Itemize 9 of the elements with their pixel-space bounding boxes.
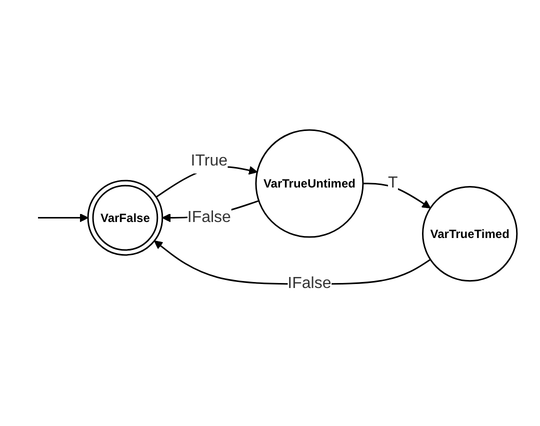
node-circle: VarTrueTimed (422, 186, 518, 282)
edge-label: ITrue (190, 152, 228, 170)
arrow (38, 213, 88, 222)
edge-label: T (388, 174, 398, 192)
arrow (362, 182, 430, 208)
node-circle: VarFalse (86, 180, 163, 256)
edge-label: IFalse (186, 208, 230, 226)
node-circle: VarTrueUntimed (254, 129, 364, 238)
edge-label: IFalse (287, 275, 331, 292)
